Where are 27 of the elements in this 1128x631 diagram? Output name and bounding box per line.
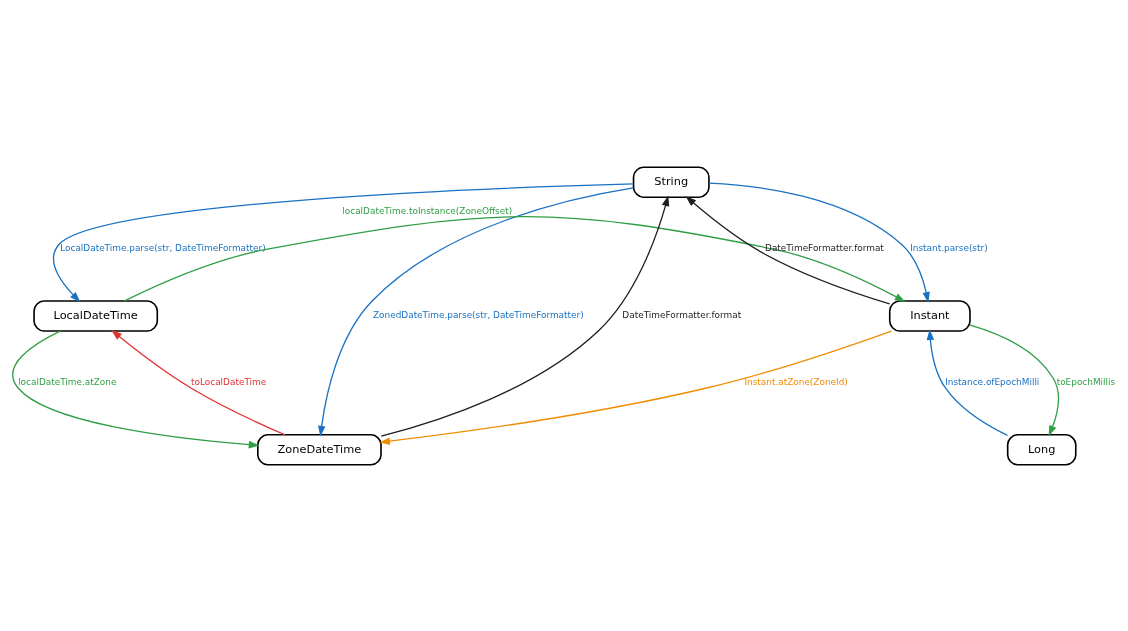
edge-label: toEpochMillis (1056, 376, 1116, 387)
arrow (12, 329, 260, 448)
arrow (317, 186, 634, 437)
arrow (969, 323, 1060, 436)
arrow (380, 194, 670, 437)
edge-label: Instant.parse(str) (910, 242, 988, 253)
arrow (708, 181, 930, 303)
edge-label: DateTimeFormatter.format (765, 242, 884, 253)
arrow (111, 329, 286, 435)
edge-label: ZonedDateTime.parse(str, DateTimeFormatter) (372, 309, 584, 320)
node-box: LocalDateTime (33, 299, 159, 332)
node-box: Instant (888, 299, 971, 332)
edge-label: Instant.atZone(ZoneId) (744, 376, 848, 387)
arrow (53, 182, 635, 302)
node-box: Long (1006, 433, 1077, 466)
edge-label: toLocalDateTime (191, 376, 267, 387)
node-box: ZoneDateTime (257, 433, 382, 466)
edge-label: LocalDateTime.parse(str, DateTimeFormatter) (60, 242, 266, 253)
node-box: String (632, 165, 710, 198)
edge-label: localDateTime.atZone (18, 376, 117, 387)
arrow (123, 215, 906, 302)
edge-label: Instance.ofEpochMilli (945, 376, 1040, 387)
arrow (379, 329, 893, 445)
edge-label: DateTimeFormatter.format (622, 309, 742, 320)
arrow (926, 328, 1009, 436)
arrow (685, 195, 891, 305)
edge-label: localDateTime.toInstance(ZoneOffset) (342, 205, 513, 216)
